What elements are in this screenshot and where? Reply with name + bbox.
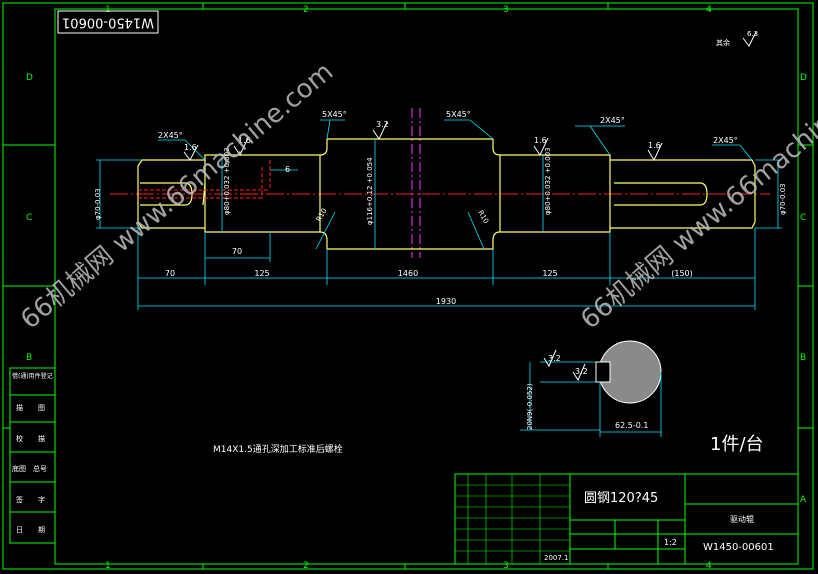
zone-row-d-right: D xyxy=(800,73,807,83)
diameter-label: φ116+0.12 +0.054 xyxy=(366,157,374,225)
chamfer-label: 2X45° xyxy=(600,116,625,125)
side-table: 借(通)用件登记 描 图 校 描 底图 总号 签 字 日 期 xyxy=(9,367,56,544)
zone-row-c: C xyxy=(26,213,32,223)
roughness-icon xyxy=(543,349,557,368)
zone-col-2-bottom: 2 xyxy=(303,561,309,571)
shaft-outline xyxy=(137,138,756,250)
diameter-label: φ70-0.03 xyxy=(94,188,102,220)
keyway-width-label: 20N9(-0.052) xyxy=(526,383,534,430)
zone-col-3: 3 xyxy=(503,5,509,15)
side-table-cell: 描 xyxy=(38,434,45,443)
side-table-cell: 日 xyxy=(16,526,23,534)
title-stamp-box xyxy=(57,10,159,34)
roughness-symbol-icon xyxy=(742,31,757,47)
side-table-cell: 期 xyxy=(38,526,45,534)
scale-label: 1:2 xyxy=(664,538,677,547)
diameter-label: φ80+0.032 +0.003 xyxy=(223,147,231,215)
side-table-cell: 总号 xyxy=(33,464,47,473)
diameter-label: φ80+0.032 +0.003 xyxy=(544,147,552,215)
roughness-icon xyxy=(372,121,388,141)
date-label: 2007.1 xyxy=(544,554,569,562)
small-dim-label: 6 xyxy=(285,165,290,174)
dim-label: 70 xyxy=(165,269,175,278)
roughness-icon xyxy=(233,137,249,157)
part-name-label: 驱动辊 xyxy=(730,514,754,524)
roughness-icon xyxy=(183,144,199,161)
zone-col-4: 4 xyxy=(706,5,712,15)
section-roughness-a: 3.2 xyxy=(548,354,561,363)
chamfer-label: 2X45° xyxy=(158,131,183,140)
other-roughness-label: 其余 xyxy=(716,38,730,47)
fillet-label: R10 xyxy=(476,209,490,225)
dimension-lines xyxy=(96,119,782,310)
roughness-label: 1.6 xyxy=(648,141,661,150)
inner-frame xyxy=(54,8,799,565)
roughness-label: 1.6 xyxy=(184,143,197,152)
section-roughness-b: 3.2 xyxy=(575,367,588,376)
zone-labels: 1 2 3 4 1 2 3 4 D C B D C B A xyxy=(26,5,807,571)
zone-col-4-bottom: 4 xyxy=(706,561,712,571)
zone-col-1: 1 xyxy=(105,5,111,15)
drawing-number-label: W1450-00601 xyxy=(703,542,774,553)
side-table-cell: 字 xyxy=(38,495,45,504)
keyway xyxy=(595,361,611,383)
zone-col-1-bottom: 1 xyxy=(105,561,111,571)
zone-col-2: 2 xyxy=(303,5,309,15)
zone-row-a-right: A xyxy=(800,495,807,505)
quantity-note: 1件/台 xyxy=(710,434,764,455)
zone-row-c-right: C xyxy=(800,213,806,223)
roughness-label: 1.6 xyxy=(534,136,547,145)
thread-hole xyxy=(138,160,271,199)
roughness-icon xyxy=(572,363,586,382)
roughness-icon xyxy=(647,142,663,162)
side-table-cell: 借(通)用件登记 xyxy=(12,372,53,380)
side-table-cell: 底图 xyxy=(12,464,26,473)
roughness-label: 3.2 xyxy=(376,120,389,129)
side-table-cell: 校 xyxy=(16,434,23,443)
main-view-labels: 2X45° 5X45° 5X45° 2X45° 2X45° 1.6 3.2 1.… xyxy=(94,110,787,306)
zone-ticks xyxy=(3,3,813,569)
chamfer-label: 5X45° xyxy=(322,110,347,119)
inner-dim-label: 70 xyxy=(232,247,242,256)
roughness-symbols xyxy=(183,121,663,162)
zone-row-b: B xyxy=(26,353,32,363)
watermark-left: 66机械网 www.66machine.com xyxy=(15,57,339,336)
side-table-cell: 描 xyxy=(16,403,23,412)
overall-length-label: 1930 xyxy=(436,297,456,306)
section-view: 3.2 3.2 20N9(-0.052) 62.5-0.1 xyxy=(520,340,662,437)
zone-row-d: D xyxy=(26,73,33,83)
chamfer-label: 2X45° xyxy=(713,136,738,145)
material-label: 圆钢120?45 xyxy=(584,491,658,506)
dim-label: 125 xyxy=(542,269,557,278)
dim-label: 125 xyxy=(254,269,269,278)
other-roughness-value: 6.3 xyxy=(747,30,758,38)
thread-note: M14X1.5通孔深加工标准后螺栓 xyxy=(213,443,343,455)
chamfer-label: 5X45° xyxy=(446,110,471,119)
dim-label: 1460 xyxy=(398,269,418,278)
keyway-depth-label: 62.5-0.1 xyxy=(615,421,648,430)
roughness-label: 1.6 xyxy=(238,136,251,145)
zone-row-b-right: B xyxy=(800,353,806,363)
side-table-cell: 签 xyxy=(16,495,23,504)
title-block: 圆钢120?45 驱动辊 1:2 W1450-00601 2007.1 xyxy=(454,473,799,565)
dim-label: (150) xyxy=(671,269,693,278)
title-stamp: W1450-00601 xyxy=(62,15,154,30)
fillet-label: R10 xyxy=(315,207,329,223)
diameter-label: φ70-0.03 xyxy=(779,183,787,215)
zone-col-3-bottom: 3 xyxy=(503,561,509,571)
roughness-icon xyxy=(533,137,549,157)
side-table-cell: 图 xyxy=(38,404,45,412)
